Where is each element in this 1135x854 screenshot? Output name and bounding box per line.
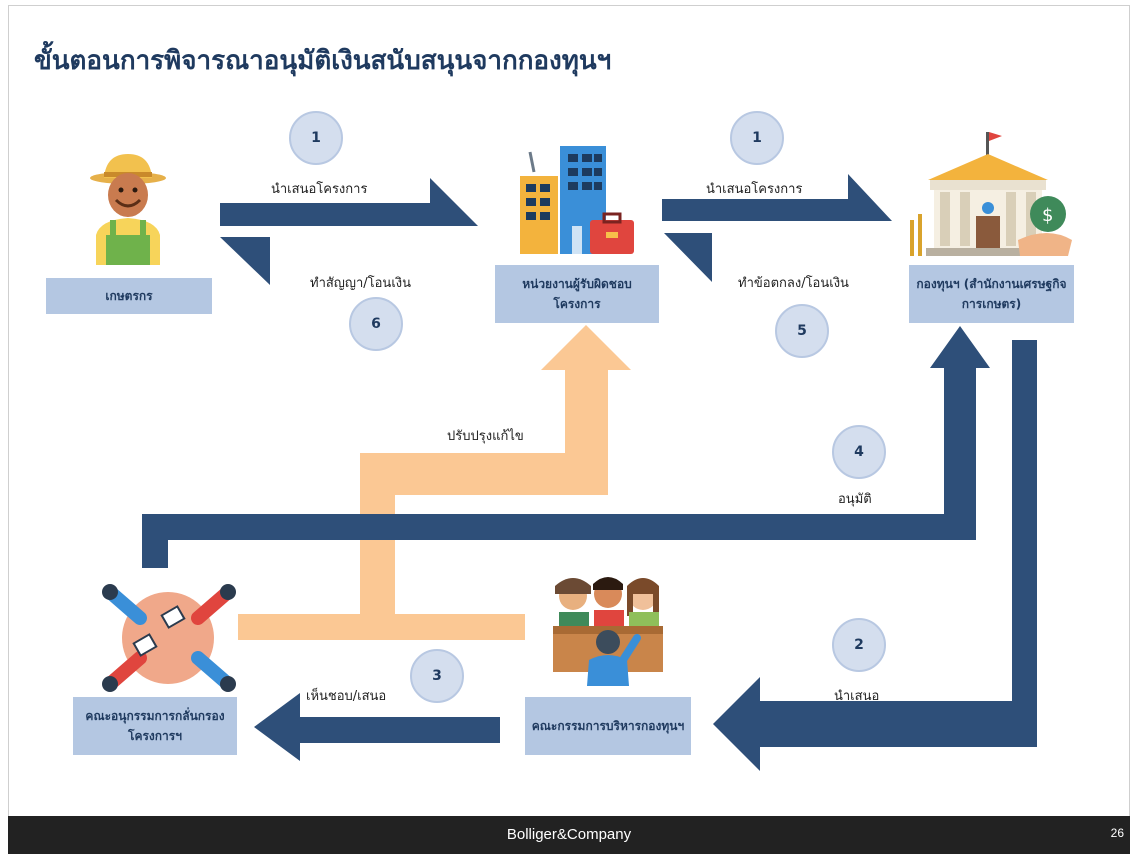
node-agency: หน่วยงานผู้รับผิดชอบโครงการ — [495, 265, 659, 323]
step-label-5: ทำข้อตกลง/โอนเงิน — [738, 276, 849, 291]
arrow-step3-board-to-subcommittee — [254, 693, 500, 761]
revise-arrow — [238, 325, 631, 640]
arrow-step6-agency-to-farmer — [220, 237, 478, 285]
step-label-2: นำเสนอ — [834, 689, 880, 704]
step-label-4: อนุมัติ — [838, 492, 872, 507]
step-label-1b: นำเสนอโครงการ — [706, 182, 803, 197]
footer-bar: Bolliger&Company 26 — [8, 816, 1130, 854]
arrow-step1-farmer-to-agency — [220, 178, 478, 226]
step-circle-4: 4 — [832, 425, 886, 479]
step-circle-6: 6 — [349, 297, 403, 351]
team-collaboration-icon — [102, 584, 236, 692]
page-title: ขั้นตอนการพิจารณาอนุมัติเงินสนับสนุนจากก… — [34, 46, 612, 76]
step-circle-2: 2 — [832, 618, 886, 672]
committee-meeting-icon — [553, 577, 663, 686]
arrow-step5-fund-to-agency — [664, 233, 890, 282]
node-farmer: เกษตรกร — [46, 278, 212, 314]
step-circle-5: 5 — [775, 304, 829, 358]
node-fund: กองทุนฯ (สำนักงานเศรษฐกิจการเกษตร) — [909, 265, 1074, 323]
revise-label: ปรับปรุงแก้ไข — [447, 429, 524, 444]
government-bank-icon: $ — [910, 132, 1072, 256]
node-board: คณะกรรมการบริหารกองทุนฯ — [525, 697, 691, 755]
svg-text:$: $ — [1042, 205, 1053, 226]
step-circle-1b: 1 — [730, 111, 784, 165]
step-circle-1a: 1 — [289, 111, 343, 165]
page-number: 26 — [1110, 826, 1124, 840]
step-label-1a: นำเสนอโครงการ — [271, 182, 368, 197]
node-subcommittee: คณะอนุกรรมการกลั่นกรองโครงการฯ — [73, 697, 237, 755]
farmer-icon — [90, 154, 166, 265]
step-label-6: ทำสัญญา/โอนเงิน — [310, 276, 411, 291]
step-circle-3: 3 — [410, 649, 464, 703]
company-logo: Bolliger&Company — [506, 826, 632, 843]
step-label-3: เห็นชอบ/เสนอ — [306, 689, 387, 704]
arrow-step2-fund-to-board — [713, 340, 1037, 771]
office-building-icon — [520, 146, 634, 254]
arrow-step4-subcommittee-to-fund — [142, 326, 990, 568]
arrow-step1-agency-to-fund — [662, 174, 892, 221]
